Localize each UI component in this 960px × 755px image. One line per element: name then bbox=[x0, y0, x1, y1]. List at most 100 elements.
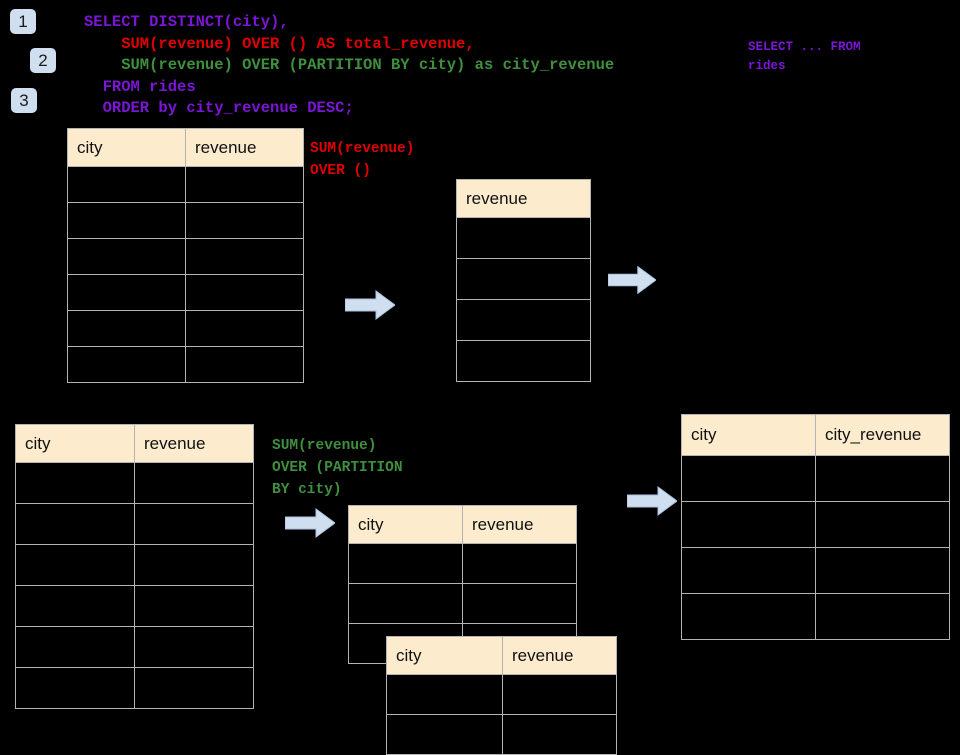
select-from-rides-note-line-2: rides bbox=[748, 59, 786, 73]
rides-source-table-cell bbox=[67, 346, 186, 383]
rides-source-table-row bbox=[67, 310, 304, 347]
city-revenue-result-table-row bbox=[681, 455, 950, 502]
sum-over-empty-label-line-2: OVER () bbox=[310, 163, 371, 179]
rides-source-table-cell bbox=[185, 274, 304, 311]
partition-group-table-front-row bbox=[386, 674, 617, 715]
partition-group-table-back-cell bbox=[348, 543, 463, 584]
sql-query-block: SELECT DISTINCT(city), SUM(revenue) OVER… bbox=[84, 12, 614, 120]
arrow-source-to-total bbox=[345, 290, 395, 320]
total-revenue-table-cell bbox=[456, 217, 591, 259]
city-revenue-result-table-cell bbox=[681, 593, 816, 640]
sql-line-1: SELECT DISTINCT(city), bbox=[84, 13, 289, 31]
sum-over-partition-label-line-2: OVER (PARTITION bbox=[272, 460, 403, 476]
diagram-canvas: 1 2 3 SELECT DISTINCT(city), SUM(revenue) … bbox=[10, 9, 950, 755]
rides-partition-source-table-cell bbox=[134, 462, 254, 504]
select-from-rides-note-line-1: SELECT ... FROM bbox=[748, 40, 861, 54]
partition-group-table-back-header-revenue: revenue bbox=[462, 505, 577, 544]
rides-partition-source-table-row bbox=[15, 544, 254, 586]
rides-source-table-cell bbox=[185, 166, 304, 203]
rides-source-table-cell bbox=[67, 238, 186, 275]
partition-group-table-back-cell bbox=[462, 543, 577, 584]
partition-group-table-front-row bbox=[386, 714, 617, 755]
city-revenue-result-table-cell bbox=[815, 593, 950, 640]
partition-group-table-back-cell bbox=[348, 583, 463, 624]
total-revenue-table-row bbox=[456, 217, 591, 259]
total-revenue-table: revenue bbox=[456, 179, 591, 382]
total-revenue-table-header-revenue: revenue bbox=[456, 179, 591, 218]
city-revenue-result-table-cell bbox=[815, 455, 950, 502]
partition-group-table-front-cell bbox=[386, 674, 503, 715]
rides-partition-source-table-row bbox=[15, 585, 254, 627]
sql-line-4: FROM rides bbox=[84, 77, 196, 96]
step-badge-2: 2 bbox=[30, 48, 56, 73]
partition-group-table-back-cell bbox=[462, 583, 577, 624]
rides-partition-source-table-cell bbox=[15, 585, 135, 627]
total-revenue-table-cell bbox=[456, 340, 591, 382]
partition-group-table-front-header-city: city bbox=[386, 636, 503, 675]
total-revenue-table-header-row: revenue bbox=[456, 179, 591, 218]
rides-source-table-row bbox=[67, 274, 304, 311]
city-revenue-result-table-cell bbox=[815, 501, 950, 548]
rides-partition-source-table-row bbox=[15, 626, 254, 668]
rides-partition-source-table-cell bbox=[134, 585, 254, 627]
rides-source-table-row bbox=[67, 238, 304, 275]
rides-source-table-header-revenue: revenue bbox=[185, 128, 304, 167]
step-badge-1: 1 bbox=[10, 9, 36, 34]
rides-partition-source-table-cell bbox=[15, 503, 135, 545]
rides-source-table-cell bbox=[67, 274, 186, 311]
select-from-rides-note: SELECT ... FROM rides bbox=[748, 38, 861, 76]
rides-partition-source-table-cell bbox=[134, 667, 254, 709]
rides-partition-source-table-cell bbox=[15, 667, 135, 709]
city-revenue-result-table-cell bbox=[815, 547, 950, 594]
rides-source-table-cell bbox=[185, 238, 304, 275]
total-revenue-table-cell bbox=[456, 299, 591, 341]
partition-group-table-front-cell bbox=[502, 714, 617, 755]
sql-line-3: SUM(revenue) OVER (PARTITION BY city) as… bbox=[84, 56, 615, 74]
sum-over-empty-label-line-1: SUM(revenue) bbox=[310, 141, 415, 157]
rides-partition-source-table-cell bbox=[134, 626, 254, 668]
sum-over-partition-label: SUM(revenue) OVER (PARTITION BY city) bbox=[272, 435, 403, 501]
total-revenue-table-cell bbox=[456, 258, 591, 300]
arrow-source-to-partition-shape bbox=[285, 508, 335, 538]
city-revenue-result-table-row bbox=[681, 593, 950, 640]
rides-source-table-header-city: city bbox=[67, 128, 186, 167]
arrow-total-to-result-shape bbox=[608, 265, 656, 295]
city-revenue-result-table-cell bbox=[681, 547, 816, 594]
arrow-source-to-partition bbox=[285, 508, 335, 538]
total-revenue-table-row bbox=[456, 299, 591, 341]
sum-over-partition-label-line-3: BY city) bbox=[272, 482, 342, 498]
rides-partition-source-table-cell bbox=[134, 544, 254, 586]
sum-over-partition-label-line-1: SUM(revenue) bbox=[272, 438, 377, 454]
city-revenue-result-table-header-city: city bbox=[681, 414, 816, 456]
step-badge-3: 3 bbox=[11, 88, 37, 113]
city-revenue-result-table-row bbox=[681, 501, 950, 548]
rides-partition-source-table-row bbox=[15, 667, 254, 709]
rides-source-table-cell bbox=[185, 310, 304, 347]
rides-partition-source-table-cell bbox=[15, 626, 135, 668]
total-revenue-table-row bbox=[456, 258, 591, 300]
city-revenue-result-table-cell bbox=[681, 501, 816, 548]
rides-partition-source-table-row bbox=[15, 503, 254, 545]
partition-group-table-front-header-revenue: revenue bbox=[502, 636, 617, 675]
partition-group-table-front-cell bbox=[502, 674, 617, 715]
arrow-total-to-result bbox=[608, 265, 656, 295]
rides-source-table-cell bbox=[185, 202, 304, 239]
partition-group-table-back-row bbox=[348, 543, 577, 584]
rides-source-table-cell bbox=[67, 310, 186, 347]
sql-line-5: ORDER by city_revenue DESC; bbox=[84, 99, 354, 117]
city-revenue-result-table-row bbox=[681, 547, 950, 594]
rides-source-table-row bbox=[67, 346, 304, 383]
rides-partition-source-table-cell bbox=[134, 503, 254, 545]
rides-source-table-cell bbox=[67, 202, 186, 239]
arrow-source-to-total-shape bbox=[345, 290, 395, 320]
partition-group-table-front-cell bbox=[386, 714, 503, 755]
sql-line-2: SUM(revenue) OVER () AS total_revenue, bbox=[84, 34, 475, 53]
